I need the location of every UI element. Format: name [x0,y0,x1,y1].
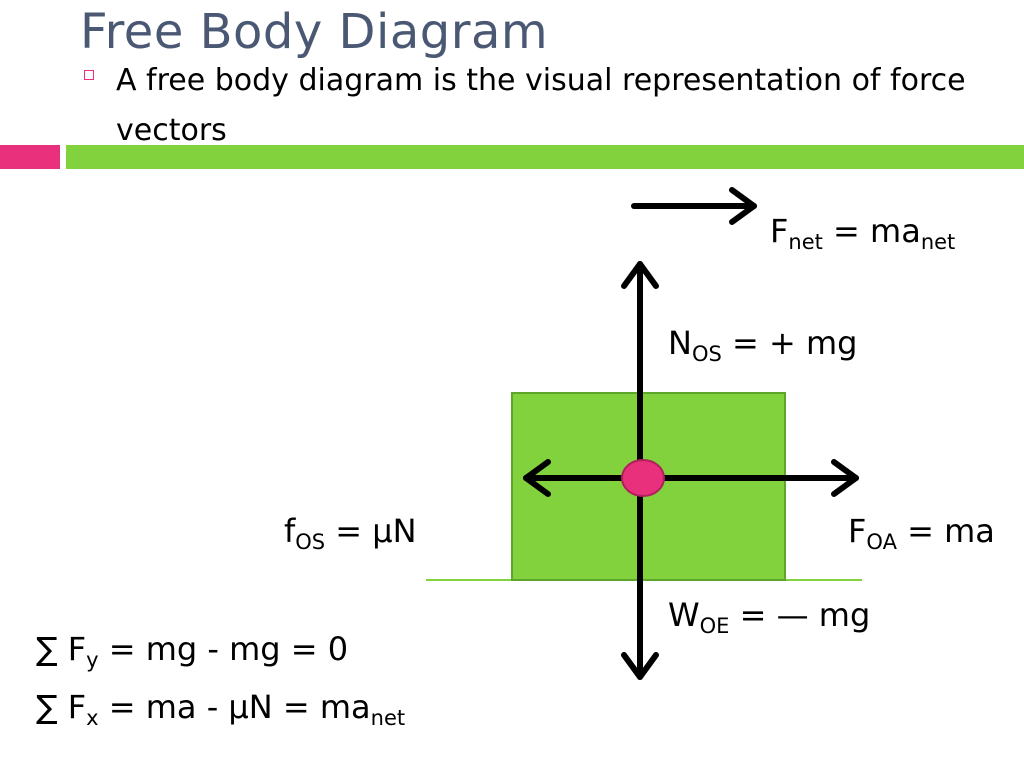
sum-fx-equation: ∑ Fx = ma - μN = manet [36,688,406,730]
net-force-label: Fnet = manet [770,212,956,254]
normal-force-arrow [621,261,659,481]
accent-bar-pink [0,145,60,169]
weight-force-arrow [621,475,659,680]
bullet-square-icon [84,70,94,80]
applied-force-label: FOA = ma [848,512,995,554]
slide-title: Free Body Diagram [80,4,549,60]
sigma-symbol: ∑ [36,688,58,726]
friction-force-label: fOS = μN [284,512,417,554]
normal-force-label: NOS = + mg [668,324,858,366]
weight-force-label: WOE = — mg [668,596,871,638]
accent-bar-green [66,145,1024,169]
applied-force-arrow [637,459,859,497]
bullet-text: A free body diagram is the visual repres… [116,63,966,148]
sum-fy-equation: ∑ Fy = mg - mg = 0 [36,630,349,672]
sigma-symbol: ∑ [36,630,58,668]
center-of-mass-point [621,459,665,497]
net-force-arrow [631,187,757,225]
